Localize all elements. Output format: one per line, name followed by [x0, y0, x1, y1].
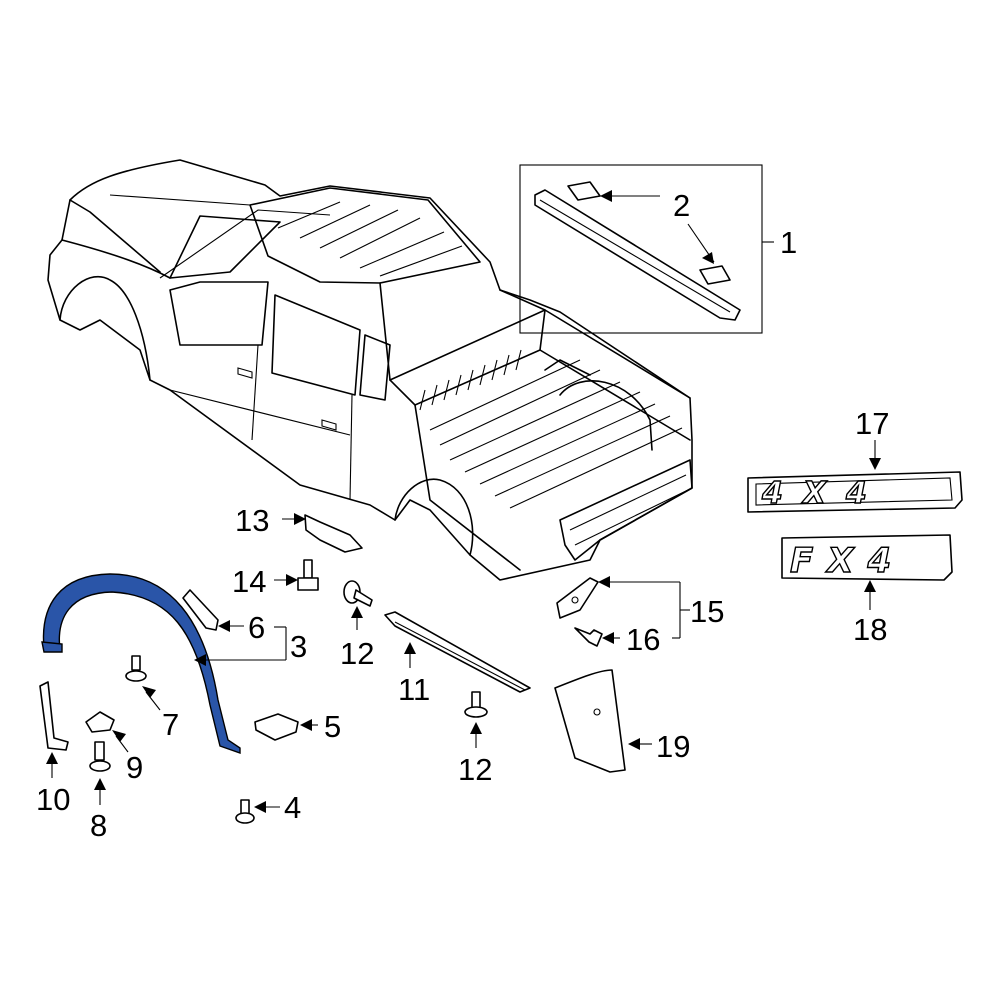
callout-10: 10 [36, 782, 70, 817]
svg-text:FX4: FX4 [790, 541, 905, 581]
callout-14: 14 [232, 564, 266, 599]
callout-11: 11 [398, 672, 430, 707]
callout-12-upper: 12 [340, 636, 374, 671]
push-pin-icon [343, 580, 373, 630]
end-cap-icon [699, 265, 731, 285]
callout-13: 13 [235, 503, 269, 538]
callout-16: 16 [626, 622, 660, 657]
nut-clip-icon [254, 713, 318, 741]
callout-6: 6 [248, 610, 265, 645]
callout-9: 9 [126, 750, 143, 785]
callout-18: 18 [853, 612, 887, 647]
bolt-icon [89, 741, 111, 805]
callout-2: 2 [673, 188, 690, 223]
callout-4: 4 [284, 790, 301, 825]
rocker-molding-icon [384, 611, 531, 693]
push-pin-icon [235, 799, 280, 824]
bed-rail-group [519, 164, 774, 334]
end-cap-icon [567, 181, 601, 201]
mud-flap-icon [554, 669, 652, 773]
callout-8: 8 [90, 808, 107, 843]
bracket-icon [556, 576, 690, 638]
callout-3: 3 [290, 629, 307, 664]
screw-icon [574, 627, 680, 647]
callout-3-bracket [194, 627, 287, 666]
push-pin-icon [125, 655, 161, 711]
svg-text:4X4: 4X4 [761, 476, 887, 511]
4x4-emblem-icon: 4X4 [747, 440, 963, 513]
push-pin-icon [464, 691, 488, 748]
truck-icon [47, 159, 693, 581]
part-1-box [519, 164, 763, 334]
fx4-emblem-icon: FX4 [781, 534, 953, 610]
callout-7: 7 [162, 707, 179, 742]
callout-19: 19 [656, 729, 690, 764]
splash-shield-icon [282, 513, 363, 553]
clip-icon [182, 589, 286, 632]
callout-17: 17 [855, 406, 889, 441]
end-molding-icon [39, 681, 69, 778]
callout-12-lower: 12 [458, 752, 492, 787]
callout-1: 1 [780, 225, 797, 260]
wheel-opening-molding-icon [41, 573, 241, 754]
callout-15: 15 [690, 594, 724, 629]
callout-5: 5 [324, 709, 341, 744]
bolt-icon [274, 559, 319, 591]
clip-nut-icon [85, 711, 129, 753]
